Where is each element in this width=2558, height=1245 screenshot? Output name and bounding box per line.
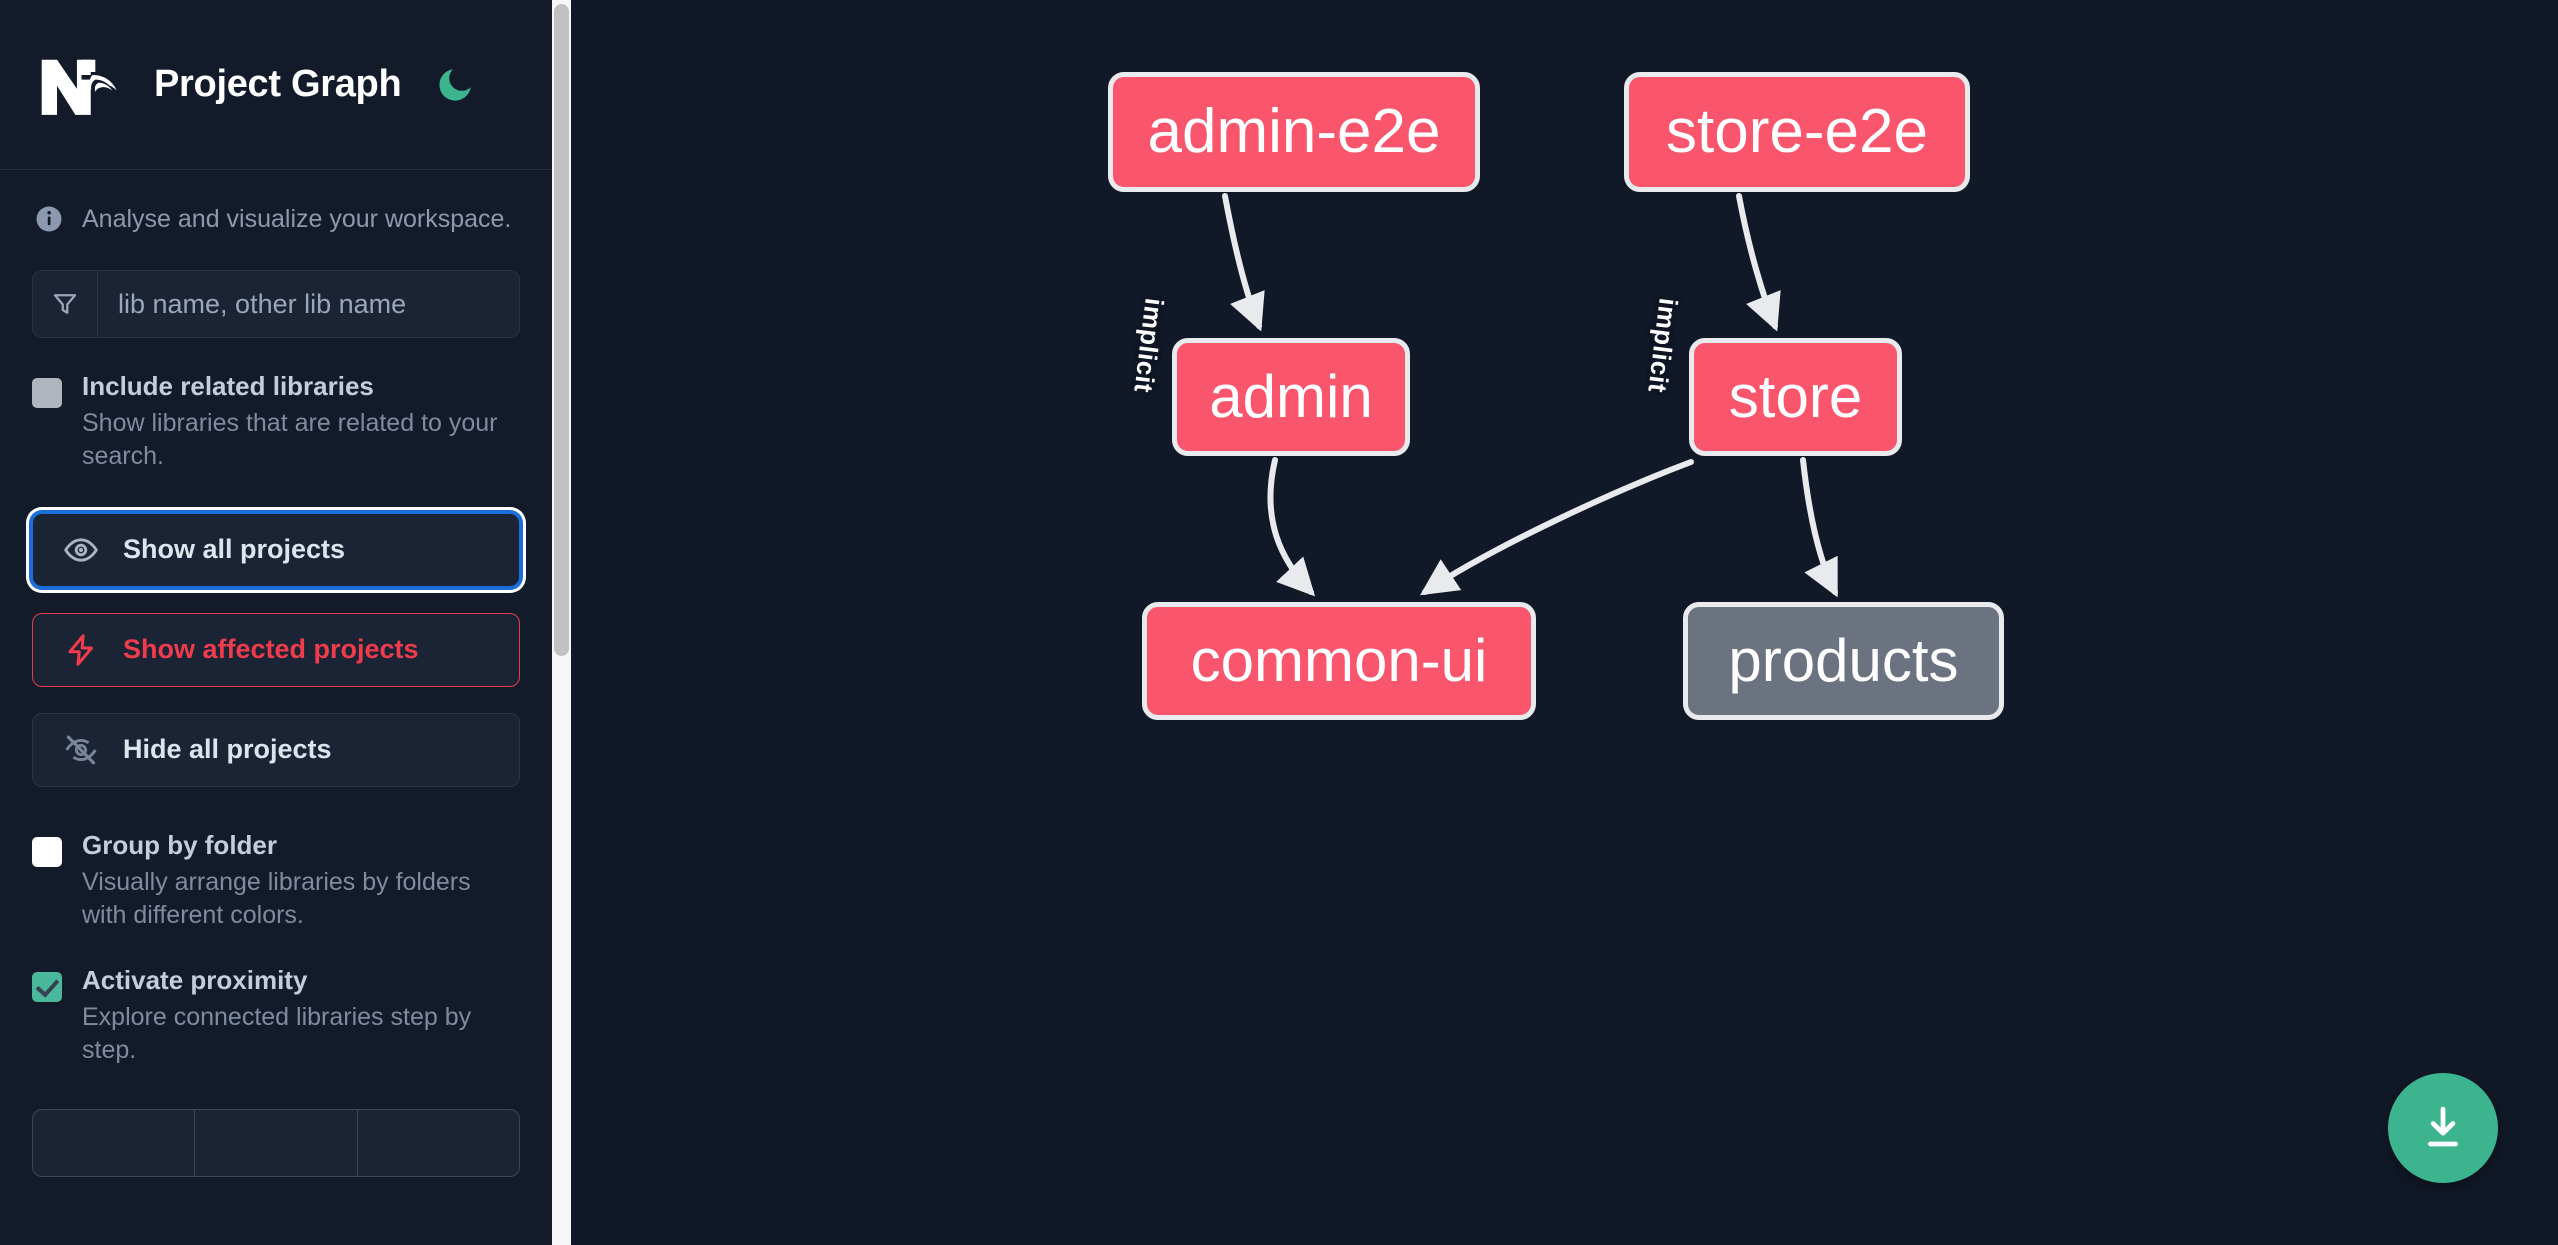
graph-canvas[interactable]: implicit implicit admin-e2e store-e2e ad… [571,0,2558,1245]
checkbox-include-related-libraries-desc: Show libraries that are related to your … [82,408,498,470]
checkbox-activate-proximity-desc: Explore connected libraries step by step… [82,1002,472,1064]
show-affected-projects-label: Show affected projects [123,634,419,665]
info-icon [34,204,64,234]
lightning-icon [61,630,101,670]
show-all-projects-label: Show all projects [123,534,346,565]
checkbox-include-related-libraries-box[interactable] [32,378,62,408]
sidebar-scrollbar-thumb[interactable] [554,4,569,656]
filter-search-row[interactable] [32,270,520,338]
checkbox-group-by-folder-box[interactable] [32,836,62,867]
workspace-note-text: Analyse and visualize your workspace. [82,204,512,233]
download-image-button[interactable] [2388,1073,2498,1183]
search-input[interactable] [98,271,519,337]
checkbox-include-related-libraries-label: Include related libraries [82,371,374,401]
eye-icon [61,530,101,570]
nx-logo-icon [34,49,126,121]
segment-0[interactable] [33,1109,196,1176]
show-all-projects-button[interactable]: Show all projects [32,512,520,587]
segment-1[interactable] [195,1109,358,1176]
sidebar-header: Project Graph [0,0,552,170]
checkbox-activate-proximity-label: Activate proximity [82,964,308,995]
workspace-note: Analyse and visualize your workspace. [0,170,552,252]
graph-node-admin-e2e[interactable]: admin-e2e [1108,72,1480,192]
checkbox-activate-proximity-box[interactable] [32,971,62,1002]
app-title: Project Graph [154,63,402,105]
edge-admin-common-ui [1267,457,1316,597]
graph-node-admin[interactable]: admin [1172,338,1410,456]
checkbox-include-related-libraries[interactable]: Include related libraries Show libraries… [32,371,520,473]
checkbox-group-by-folder-label: Group by folder [82,829,277,860]
graph-node-store[interactable]: store [1689,338,1902,456]
sidebar-body: Include related libraries Show libraries… [0,252,552,1177]
checkbox-group-by-folder-desc: Visually arrange libraries by folders wi… [82,867,471,929]
graph-node-store-e2e[interactable]: store-e2e [1624,72,1970,192]
checkbox-activate-proximity[interactable]: Activate proximity Explore connected lib… [32,964,520,1067]
graph-node-common-ui[interactable]: common-ui [1142,602,1536,720]
download-icon [2428,1106,2458,1147]
edge-store-products [1800,457,1838,598]
proximity-segmented-control[interactable] [32,1108,520,1177]
funnel-icon [33,271,98,337]
hide-all-projects-label: Hide all projects [123,734,332,765]
graph-edges [1222,193,1838,598]
edge-store-e2e-store [1736,193,1781,332]
display-options-group: Group by folder Visually arrange librari… [32,829,520,1067]
graph-node-products[interactable]: products [1683,602,2004,720]
projects-button-group: Show all projects Show affected projects [32,512,520,787]
segment-2[interactable] [358,1110,519,1176]
edge-admin-e2e-admin [1222,193,1265,332]
moon-icon[interactable] [431,61,479,109]
eye-off-icon [61,730,101,770]
checkbox-group-by-folder[interactable]: Group by folder Visually arrange librari… [32,829,520,932]
show-affected-projects-button[interactable]: Show affected projects [32,612,520,687]
edge-store-common-ui [1420,459,1694,596]
hide-all-projects-button[interactable]: Hide all projects [32,712,520,787]
sidebar: Project Graph Analyse and visualize your… [0,0,552,1245]
